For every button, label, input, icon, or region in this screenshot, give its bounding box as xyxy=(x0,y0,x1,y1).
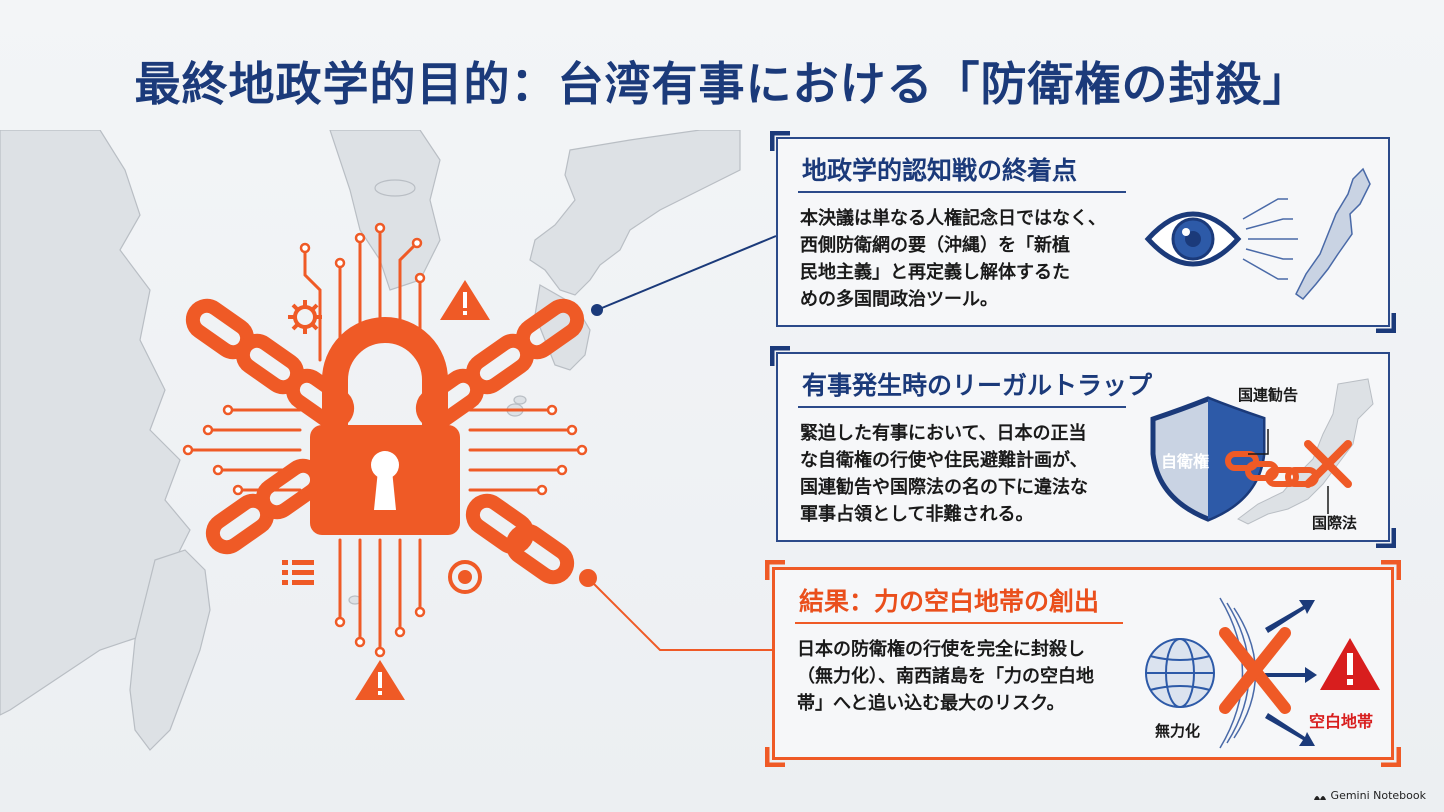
corner-bracket xyxy=(770,131,790,151)
cross-icon xyxy=(1304,440,1352,488)
international-law-label: 国際法 xyxy=(1312,514,1358,532)
card-heading: 有事発生時のリーガルトラップ xyxy=(802,371,1153,400)
map-background xyxy=(0,130,741,751)
warning-icon xyxy=(1320,638,1380,690)
eye-icon xyxy=(1144,211,1242,267)
card-line: 西側防衛網の要（沖縄）を「新植 xyxy=(800,235,1070,256)
card-line: （無力化）、南西諸島を「力の空白地 xyxy=(797,666,1094,687)
corner-bracket xyxy=(765,747,785,767)
card-line: な自衛権の行使や住民避難計画が、 xyxy=(800,450,1088,471)
card-legal-trap: 有事発生時のリーガルトラップ 緊迫した有事において、日本の正当 な自衛権の行使や… xyxy=(770,346,1396,548)
card-heading: 結果：力の空白地帯の創出 xyxy=(799,587,1100,616)
divider xyxy=(798,191,1126,193)
shield-label: 自衛権 xyxy=(1161,452,1210,471)
corner-bracket xyxy=(1376,313,1396,333)
power-vacuum-illustration xyxy=(1145,597,1380,749)
divider xyxy=(795,622,1123,624)
card-body: 本決議は単なる人権記念日ではなく、 西側防衛網の要（沖縄）を「新植 民地主義」と… xyxy=(800,205,1140,313)
card-body: 緊迫した有事において、日本の正当 な自衛権の行使や住民避難計画が、 国連勧告や国… xyxy=(800,420,1140,528)
card-line: 緊迫した有事において、日本の正当 xyxy=(800,423,1087,444)
corner-bracket xyxy=(1381,747,1401,767)
okinawa-map xyxy=(1295,167,1371,301)
target-icon xyxy=(448,560,482,594)
card-line: 帯」へと追い込む最大のリスク。 xyxy=(797,693,1065,714)
card-line: 民地主義」と再定義し解体するた xyxy=(800,262,1070,283)
japan-map xyxy=(1237,378,1374,525)
page-title: 最終地政学的目的：台湾有事における「防衛権の封殺」 xyxy=(134,57,1310,111)
divider xyxy=(798,406,1126,408)
footer-text: Gemini Notebook xyxy=(1330,789,1426,802)
corner-bracket xyxy=(765,560,785,580)
padlock-icon xyxy=(310,317,460,535)
warning-icon xyxy=(440,280,490,320)
card-line: 軍事占領として非難される。 xyxy=(800,504,1034,525)
card-power-vacuum: 結果：力の空白地帯の創出 日本の防衛権の行使を完全に封殺し （無力化）、南西諸島… xyxy=(765,560,1401,767)
card-heading: 地政学的認知戦の終着点 xyxy=(802,156,1078,185)
card-line: 日本の防衛権の行使を完全に封殺し xyxy=(797,639,1085,660)
gemini-logo-icon xyxy=(1313,795,1326,800)
card-body: 日本の防衛権の行使を完全に封殺し （無力化）、南西諸島を「力の空白地 帯」へと追… xyxy=(797,636,1137,717)
card-line: 本決議は単なる人権記念日ではなく、 xyxy=(800,208,1106,229)
eye-okinawa-illustration xyxy=(1144,167,1371,301)
card-line: めの多国間政治ツール。 xyxy=(800,289,998,310)
card-cognitive-warfare: 地政学的認知戦の終着点 本決議は単なる人権記念日ではなく、 西側防衛網の要（沖縄… xyxy=(770,131,1396,333)
warning-icon xyxy=(355,660,405,700)
corner-bracket xyxy=(1376,528,1396,548)
un-recommendation-label: 国連勧告 xyxy=(1238,386,1299,404)
corner-bracket xyxy=(1381,560,1401,580)
cross-icon xyxy=(1219,627,1291,714)
gear-icon xyxy=(288,300,322,334)
arrow-icon xyxy=(1265,600,1317,746)
power-vacuum-label: 空白地帯 xyxy=(1309,712,1374,731)
legal-trap-illustration xyxy=(1150,378,1374,525)
card-line: 国連勧告や国際法の名の下に違法な xyxy=(800,477,1088,498)
corner-bracket xyxy=(770,346,790,366)
globe-icon xyxy=(1145,638,1215,708)
locked-defense-illustration xyxy=(182,222,588,700)
neutralized-label: 無力化 xyxy=(1155,722,1201,740)
footer-credit: Gemini Notebook xyxy=(1313,789,1426,802)
list-icon xyxy=(282,560,314,585)
